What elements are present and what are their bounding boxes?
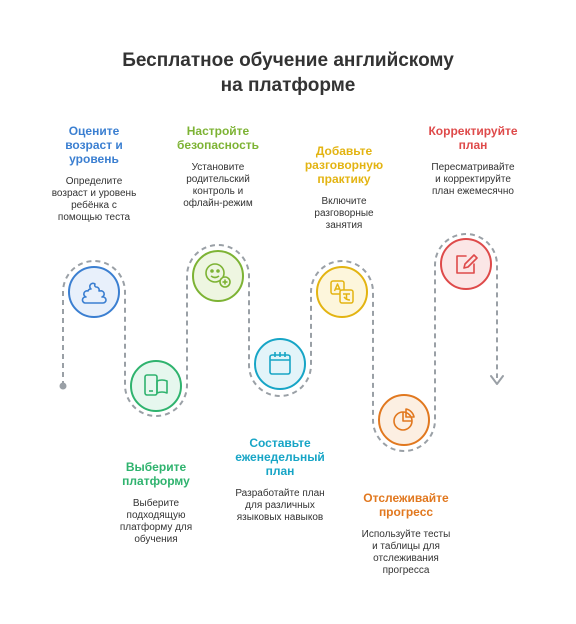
tablet-icon — [144, 374, 168, 396]
step-1-node — [68, 266, 120, 318]
title-line-2: на платформе — [220, 75, 356, 96]
edit-icon — [456, 254, 478, 274]
step-2-node — [130, 360, 182, 412]
calendar-icon — [269, 352, 291, 375]
step-3-node — [192, 250, 244, 302]
step-5-node — [316, 266, 368, 318]
translate-icon — [330, 280, 354, 304]
pie-chart-icon — [393, 408, 415, 431]
child-shield-icon — [205, 263, 231, 288]
path-start-dot — [59, 382, 67, 390]
step-6-node — [378, 394, 430, 446]
page-title: Бесплатное обучение английскому на платф… — [0, 48, 576, 98]
path-end-arrow-icon — [490, 375, 504, 385]
step-7-node — [440, 238, 492, 290]
title-line-1: Бесплатное обучение английскому — [122, 50, 454, 71]
step-4-node — [254, 338, 306, 390]
baby-icon — [81, 282, 107, 304]
